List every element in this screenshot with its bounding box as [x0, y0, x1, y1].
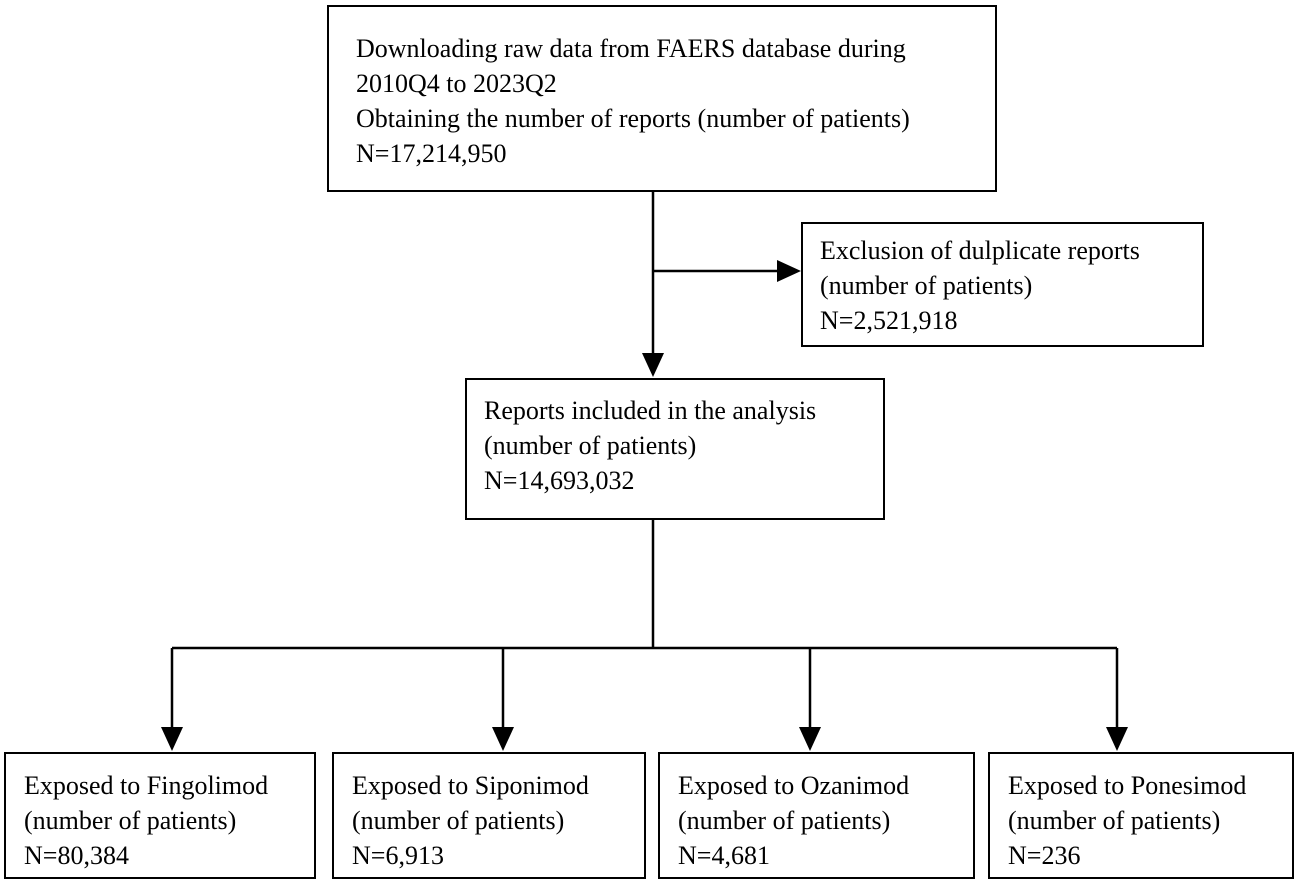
box-reports-included: Reports included in the analysis (number…	[465, 378, 885, 520]
text-line: Exposed to Ponesimod	[1008, 771, 1247, 800]
text-line: N=6,913	[352, 841, 444, 870]
text-line: (number of patients)	[484, 431, 697, 460]
box-exposed-ozanimod: Exposed to Ozanimod (number of patients)…	[658, 752, 975, 879]
box-exposed-ponesimod: Exposed to Ponesimod (number of patients…	[988, 752, 1294, 879]
text-line: N=4,681	[678, 841, 770, 870]
text-line: (number of patients)	[820, 271, 1033, 300]
text-line: Exclusion of dulplicate reports	[820, 236, 1140, 265]
text-line: 2010Q4 to 2023Q2	[356, 69, 557, 98]
text-line: Exposed to Ozanimod	[678, 771, 910, 800]
box-exclusion-duplicates: Exclusion of dulplicate reports (number …	[801, 222, 1204, 347]
text-line: N=2,521,918	[820, 306, 958, 335]
box-exposed-siponimod: Exposed to Siponimod (number of patients…	[332, 752, 646, 879]
arrowhead-into-ponesimod	[1106, 727, 1128, 751]
text-line: Downloading raw data from FAERS database…	[356, 34, 906, 63]
text-line: Reports included in the analysis	[484, 396, 817, 425]
arrowhead-into-exclusion	[777, 260, 801, 282]
arrowhead-into-ozanimod	[799, 727, 821, 751]
text-line: N=17,214,950	[356, 139, 507, 168]
text-line: (number of patients)	[678, 806, 891, 835]
text-line: Exposed to Siponimod	[352, 771, 589, 800]
text-line: (number of patients)	[24, 806, 237, 835]
text-line: Exposed to Fingolimod	[24, 771, 269, 800]
arrowhead-into-siponimod	[492, 727, 514, 751]
text-line: (number of patients)	[352, 806, 565, 835]
text-line: Obtaining the number of reports (number …	[356, 104, 910, 133]
box-download-data: Downloading raw data from FAERS database…	[327, 5, 997, 192]
text-line: N=80,384	[24, 841, 129, 870]
arrowhead-into-included	[642, 353, 664, 377]
text-line: (number of patients)	[1008, 806, 1221, 835]
text-line: N=236	[1008, 841, 1081, 870]
arrowhead-into-fingolimod	[161, 727, 183, 751]
box-exposed-fingolimod: Exposed to Fingolimod (number of patient…	[4, 752, 316, 879]
text-line: N=14,693,032	[484, 466, 635, 495]
